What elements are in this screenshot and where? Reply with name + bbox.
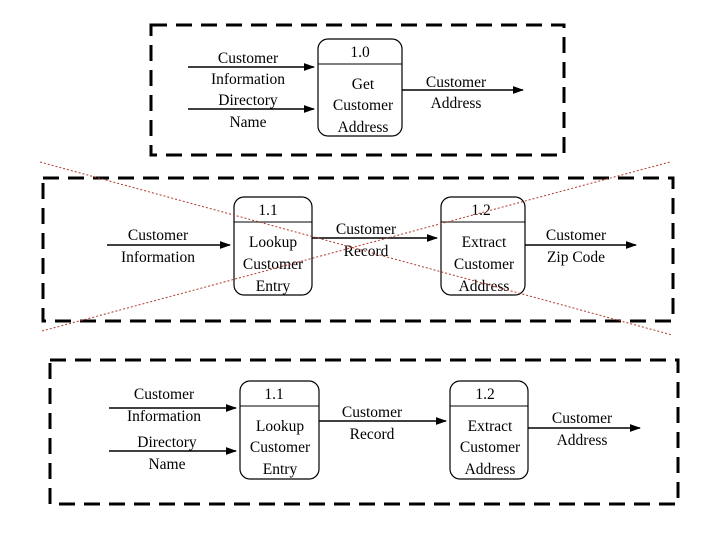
process-box — [233, 196, 313, 296]
diagram-a-output-label-line-2: Address — [431, 95, 482, 112]
process-name-line-1: Get — [352, 76, 375, 93]
diagram-b-output-label-line-2: Zip Code — [547, 249, 605, 266]
diagram-a-input-2-label-line-1: Directory — [218, 92, 278, 109]
diagram-a-input-1-label-line-1: Customer — [218, 50, 279, 67]
diagram-a: Customer Information Directory Name 1.0 … — [149, 23, 566, 157]
diagram-b-middle-label-line-2: Record — [344, 243, 389, 260]
process-id: 1.2 — [475, 386, 494, 403]
diagram-a-input-1-label-line-2: Information — [211, 71, 285, 88]
diagram-b-process-2: 1.2 Extract Customer Address — [440, 196, 526, 296]
diagram-b-process-1: 1.1 Lookup Customer Entry — [233, 196, 313, 296]
diagram-c-middle-label-line-2: Record — [350, 426, 395, 443]
process-name-line-3: Address — [465, 461, 516, 478]
process-box — [239, 380, 320, 480]
diagram-c-frame — [48, 358, 680, 506]
process-name-line-3: Address — [459, 278, 510, 295]
strike-through-line-1 — [39, 161, 673, 336]
process-id: 1.0 — [350, 44, 370, 61]
diagram-c-input-2-label-line-1: Directory — [137, 434, 197, 451]
diagram-b-output-label-line-1: Customer — [546, 227, 607, 244]
diagram-a-input-2-label-line-2: Name — [229, 114, 266, 131]
diagram-c-process-2: 1.2 Extract Customer Address — [449, 380, 529, 480]
diagram-a-process: 1.0 Get Customer Address — [317, 38, 403, 137]
diagram-c-middle-label-line-1: Customer — [342, 404, 403, 421]
process-name-line-2: Customer — [460, 439, 521, 456]
process-name-line-2: Customer — [454, 256, 515, 273]
process-id: 1.1 — [264, 386, 283, 403]
diagram-c-input-1-label-line-2: Information — [127, 408, 201, 425]
process-name-line-1: Extract — [462, 234, 507, 251]
diagram-c-input-1-label-line-1: Customer — [134, 386, 195, 403]
process-name-line-2: Customer — [243, 256, 304, 273]
process-name-line-2: Customer — [333, 97, 394, 114]
strike-through-line-2 — [41, 161, 671, 332]
diagram-b-frame — [41, 176, 675, 323]
diagram-a-frame — [149, 23, 566, 157]
diagram-c-output-label-line-1: Customer — [552, 410, 613, 427]
process-name-line-1: Lookup — [249, 234, 297, 251]
diagram-c-process-1: 1.1 Lookup Customer Entry — [239, 380, 320, 480]
diagram-c: Customer Information Directory Name 1.1 … — [48, 358, 680, 506]
process-box — [317, 38, 403, 137]
process-name-line-3: Entry — [256, 278, 291, 295]
process-name-line-1: Lookup — [256, 418, 304, 435]
diagram-b: Customer Information 1.1 Lookup Customer… — [39, 161, 675, 336]
process-box — [440, 196, 526, 296]
diagram-a-output-label-line-1: Customer — [426, 74, 487, 91]
process-name-line-1: Extract — [468, 418, 513, 435]
process-name-line-3: Entry — [263, 461, 298, 478]
diagram-c-input-2-label-line-2: Name — [148, 456, 185, 473]
diagram-b-input-label-line-1: Customer — [128, 227, 189, 244]
process-id: 1.1 — [258, 202, 277, 219]
process-name-line-3: Address — [338, 119, 389, 136]
process-name-line-2: Customer — [250, 439, 311, 456]
diagram-c-output-label-line-2: Address — [557, 432, 608, 449]
diagram-b-middle-label-line-1: Customer — [336, 221, 397, 238]
process-id: 1.2 — [471, 202, 490, 219]
diagram-b-input-label-line-2: Information — [121, 249, 195, 266]
process-box — [449, 380, 529, 480]
